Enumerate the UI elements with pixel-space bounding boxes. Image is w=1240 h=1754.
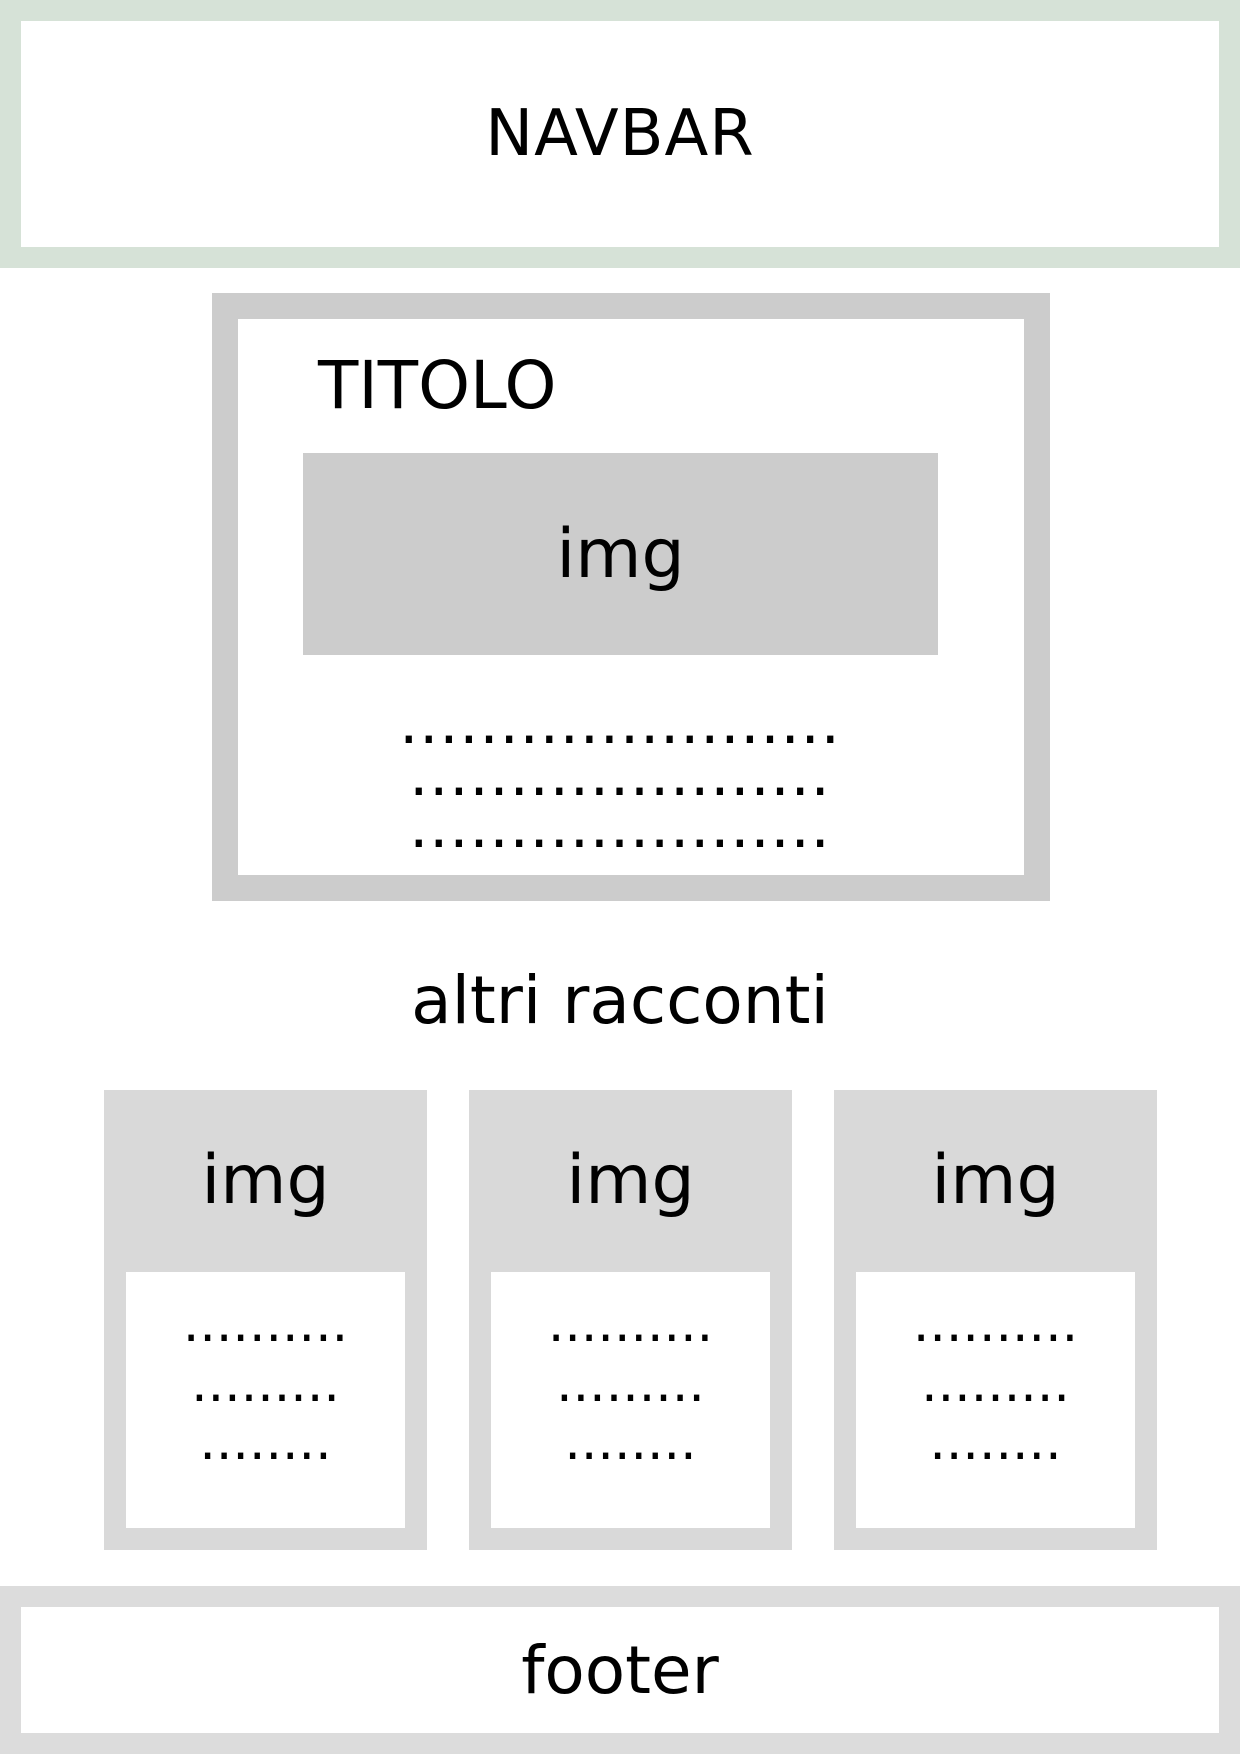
story-card-text-line: ......... — [191, 1354, 340, 1414]
main-story-image-placeholder: img — [303, 453, 938, 655]
footer-label: footer — [521, 1631, 719, 1709]
story-card: img .......... ......... ........ — [834, 1090, 1157, 1550]
story-card-image-placeholder: img — [104, 1090, 427, 1270]
main-story-text-line: ..................... — [409, 740, 831, 810]
story-card-text-area: .......... ......... ........ — [491, 1272, 770, 1528]
story-card-text-line: .......... — [547, 1294, 714, 1354]
story-card-image-placeholder: img — [469, 1090, 792, 1270]
section-heading: altri racconti — [411, 961, 829, 1039]
story-card-text-line: .......... — [182, 1294, 349, 1354]
story-card: img .......... ......... ........ — [469, 1090, 792, 1550]
main-story-text-line: ...................... — [399, 688, 841, 758]
story-card-image-label: img — [931, 1140, 1060, 1220]
main-story-title: TITOLO — [318, 347, 557, 424]
story-card-image-label: img — [566, 1140, 695, 1220]
story-card-text-area: .......... ......... ........ — [126, 1272, 405, 1528]
story-card-text-line: ......... — [556, 1354, 705, 1414]
story-card-text-line: ........ — [199, 1412, 332, 1472]
story-card: img .......... ......... ........ — [104, 1090, 427, 1550]
footer: footer — [0, 1586, 1240, 1754]
story-card-text-line: ........ — [929, 1412, 1062, 1472]
navbar: NAVBAR — [0, 0, 1240, 268]
navbar-label: NAVBAR — [485, 97, 755, 171]
story-card-text-line: ......... — [921, 1354, 1070, 1414]
story-card-image-placeholder: img — [834, 1090, 1157, 1270]
story-card-text-area: .......... ......... ........ — [856, 1272, 1135, 1528]
main-story-image-label: img — [556, 514, 685, 594]
story-card-image-label: img — [201, 1140, 330, 1220]
main-story-text-line: ..................... — [409, 792, 831, 862]
story-card-text-line: ........ — [564, 1412, 697, 1472]
story-card-text-line: .......... — [912, 1294, 1079, 1354]
